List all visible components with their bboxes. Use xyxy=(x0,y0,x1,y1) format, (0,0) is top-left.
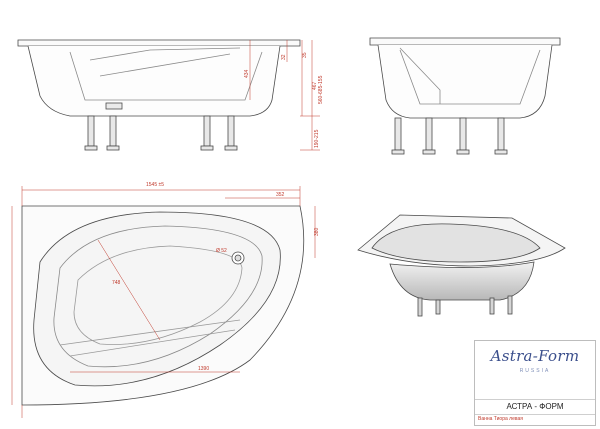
dim-depth-434: 434 xyxy=(244,69,250,78)
title-block-divider xyxy=(475,399,595,400)
dim-leg-range: 190-215 xyxy=(314,129,320,148)
dim-side-depth: 380 xyxy=(314,227,320,236)
front-view-inner xyxy=(69,51,263,101)
plan-basin-inner xyxy=(53,225,263,368)
side-view-legs xyxy=(391,117,508,155)
brand-logo: Astra-Form xyxy=(490,347,580,365)
plan-view xyxy=(11,186,316,418)
front-view-seat xyxy=(89,47,241,77)
dim-depth-467: 467 xyxy=(312,81,318,90)
dim-corner-offset: 352 xyxy=(276,192,285,198)
front-view-rim xyxy=(17,39,301,47)
company-name: АСТРА - ФОРМ xyxy=(506,402,564,411)
dim-inner-length: 1390 xyxy=(198,366,209,372)
dim-drain: Ø 52 xyxy=(216,248,227,254)
front-view-foot-plate xyxy=(105,102,123,110)
perspective-view xyxy=(357,214,566,317)
plan-drain-inner xyxy=(234,254,242,262)
side-view-seat xyxy=(399,47,441,104)
front-view-legs xyxy=(84,115,238,151)
dim-drain-height: 32 xyxy=(281,54,287,60)
front-view xyxy=(17,39,320,151)
front-view-dim-lines xyxy=(249,40,320,151)
perspective-legs xyxy=(417,295,513,317)
dim-depth-35: 35 xyxy=(302,52,308,58)
title-block: Astra-Form RUSSIA АСТРА - ФОРМ Ванна Тио… xyxy=(474,340,596,426)
plan-dim-lines xyxy=(11,186,316,418)
perspective-body xyxy=(389,261,535,301)
plan-basin-floor xyxy=(73,245,243,345)
plan-armrest xyxy=(59,319,241,357)
product-name: Ванна Тиора левая xyxy=(478,416,523,422)
dim-diagonal: 748 xyxy=(112,280,121,286)
dim-full-height: 560-685-155 xyxy=(318,75,324,104)
perspective-basin xyxy=(371,223,541,263)
title-block-divider-2 xyxy=(475,414,595,415)
brand-logo-sub: RUSSIA xyxy=(519,368,551,374)
side-view xyxy=(369,37,561,155)
front-view-body xyxy=(27,45,281,117)
side-view-rim xyxy=(369,37,561,46)
dim-overall-length: 1545 ±5 xyxy=(146,182,164,188)
side-view-inner xyxy=(399,49,541,105)
side-view-body xyxy=(377,44,553,119)
